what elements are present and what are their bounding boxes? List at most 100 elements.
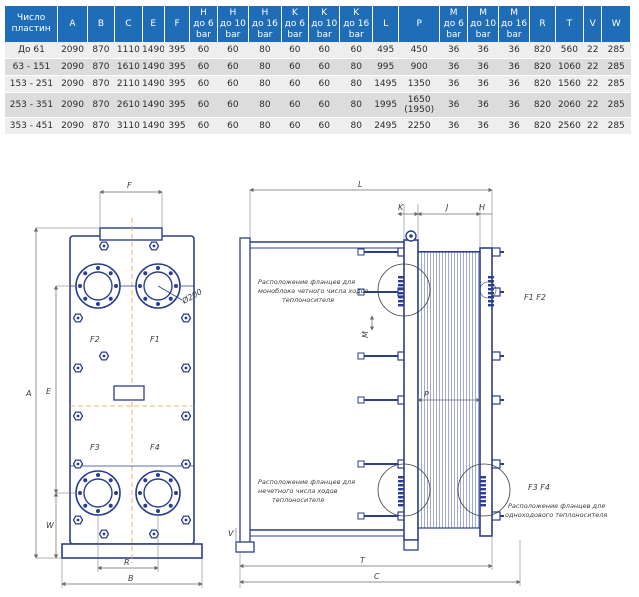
table-cell: 820: [529, 42, 556, 59]
table-cell: 1490: [142, 117, 165, 135]
table-cell: 36: [498, 117, 530, 135]
table-cell: 1490: [142, 42, 165, 59]
table-cell: 36: [439, 117, 468, 135]
flange-bolt: [108, 478, 113, 483]
port-label-f1: F1: [150, 335, 160, 344]
table-cell: 36: [467, 75, 499, 93]
column-header: V: [583, 6, 603, 42]
table-cell: 253 - 351: [5, 92, 58, 118]
table-cell: 560: [555, 42, 584, 59]
table-cell: 60: [281, 117, 309, 135]
port-f2-flange: [75, 263, 121, 309]
label-f3-f4: F3 F4: [528, 483, 550, 492]
note-odd-line-1: Расположение фланцев для: [258, 478, 355, 486]
flange-bolt: [168, 296, 173, 301]
table-cell: 22: [583, 117, 602, 135]
table-cell: 395: [164, 42, 190, 59]
tie-bolt-center: [102, 244, 106, 248]
table-cell-line: (1950): [404, 105, 435, 115]
table-cell: 60: [217, 75, 249, 93]
table-cell: 3110: [114, 117, 143, 135]
table-cell: 36: [467, 42, 499, 59]
flange-bolt: [156, 509, 160, 513]
table-cell: 36: [439, 42, 468, 59]
column-header: L: [372, 6, 400, 42]
flange-bolt: [156, 266, 160, 270]
column-header: W: [601, 6, 631, 42]
front-view: Ø200 F2 F1 F3 F4 F A E W R B: [25, 181, 204, 588]
table-cell: 2090: [57, 58, 88, 76]
table-cell: 995: [372, 58, 399, 76]
table-cell: 60: [308, 92, 340, 118]
table-cell: 36: [498, 92, 530, 118]
table-cell: 60: [189, 92, 218, 118]
tie-bolt-center: [184, 366, 188, 370]
port-label-f2: F2: [90, 335, 100, 344]
column-header-line: M: [510, 7, 518, 18]
column-header-line: V: [589, 18, 596, 29]
tie-bolt-center: [152, 532, 156, 536]
table-cell: 1490: [142, 75, 165, 93]
column-header-line: до 10: [219, 18, 246, 29]
column-header: P: [398, 6, 440, 42]
flange-tooth: [488, 288, 494, 291]
tie-rod-nut-right: [491, 395, 501, 405]
table-cell: 60: [339, 42, 373, 59]
column-header-line: до 16: [251, 18, 278, 29]
flange-tooth: [488, 304, 494, 307]
flange-tooth: [488, 284, 494, 287]
label-f1-f2: F1 F2: [524, 293, 546, 302]
column-header-line: Число: [17, 13, 46, 23]
table-cell: 80: [339, 92, 373, 118]
tie-bolt-center: [102, 532, 106, 536]
table-cell: 60: [308, 75, 340, 93]
flange-bolt: [96, 473, 100, 477]
note-odd-line-3: теплоносителя: [272, 496, 324, 504]
dim-label-j: J: [444, 203, 449, 212]
note-single-line-1: Расположение фланцев для: [508, 502, 605, 510]
tie-bolt-center: [152, 244, 156, 248]
column-header-line: bar: [348, 29, 364, 40]
flange-tooth: [488, 280, 494, 283]
flange-bolt: [143, 478, 148, 483]
table-cell: 36: [439, 58, 468, 76]
tie-rod-nut-left: [357, 352, 365, 360]
note-odd-line-2: нечетного числа ходов: [258, 487, 338, 495]
note-even-line-1: Расположение фланцев для: [258, 278, 355, 286]
flange-tooth: [480, 476, 486, 479]
column-header: T: [555, 6, 585, 42]
table-cell: 153 - 251: [5, 75, 58, 93]
tie-bolt-center: [76, 366, 80, 370]
table-cell: 2090: [57, 75, 88, 93]
flange-tooth: [398, 280, 404, 283]
note-even-line-3: теплоносителя: [282, 296, 334, 304]
table-cell: 1350: [398, 75, 440, 93]
flange-tooth: [398, 296, 404, 299]
flange-tooth: [398, 504, 404, 507]
flange-tooth: [480, 492, 486, 495]
tie-rod-nut-left: [357, 512, 365, 520]
flange-tooth: [398, 276, 404, 279]
tie-bolt-center: [184, 518, 188, 522]
column-header-line: H: [229, 7, 237, 18]
flange-bolt: [168, 478, 173, 483]
column-header-line: до 6: [193, 18, 214, 29]
table-cell: 36: [498, 42, 530, 59]
table-cell: 285: [601, 75, 631, 93]
side-view: Расположение фланцев для моноблока четно…: [228, 180, 607, 588]
technical-drawing: Ø200 F2 F1 F3 F4 F A E W R B: [25, 180, 607, 588]
flange-bolt: [174, 284, 178, 288]
table-cell-line: 1650: [407, 95, 431, 105]
port-f3-flange: [75, 470, 121, 516]
table-cell: 80: [339, 58, 373, 76]
flange-bolt: [143, 296, 148, 301]
table-cell: 22: [583, 42, 602, 59]
top-neck: [99, 227, 163, 241]
table-cell: 60: [281, 58, 309, 76]
